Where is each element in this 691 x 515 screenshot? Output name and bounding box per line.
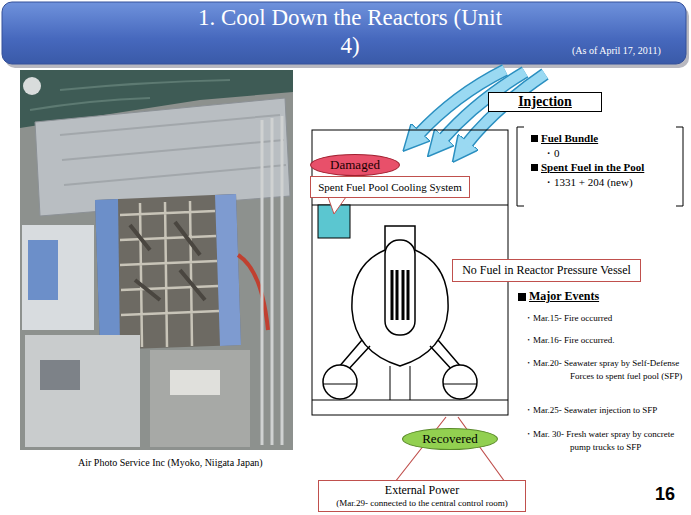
photo-exposed-frame [120, 201, 219, 347]
event-item: ・Mar.16- Fire occurred. [524, 334, 684, 347]
node-text: External Power [335, 483, 509, 497]
photo-debris [40, 360, 80, 390]
aerial-photo [20, 70, 293, 450]
event-item: ・Mar.20- Seawater spray by Self-Defense … [524, 357, 684, 383]
photo-tank [23, 77, 41, 95]
callout-box: No Fuel in Reactor Pressure Vessel [452, 259, 641, 282]
suppression-torus [323, 365, 357, 399]
photo-side-building [22, 225, 94, 330]
section-heading: Spent Fuel in the Pool [541, 161, 644, 174]
callout-box: Spent Fuel Pool Cooling System [310, 176, 470, 198]
leader-line [395, 417, 505, 482]
vent-pipes [338, 340, 462, 372]
photo-blue-wall [95, 199, 120, 350]
title-banner [2, 2, 686, 64]
vessel-internals [392, 270, 408, 320]
pressure-vessel [385, 240, 415, 335]
status-ellipse: Recovered [402, 428, 498, 450]
event-item: ・Mar.15- Fire occurred [524, 312, 684, 325]
containment-vessel [352, 226, 448, 366]
photo-ground [20, 70, 293, 450]
bracket [676, 127, 683, 206]
photo-waves [30, 80, 230, 110]
event-item: ・Mar. 30- Fresh water spray by concrete … [524, 428, 684, 454]
suppression-torus [443, 365, 477, 399]
event-item: ・Mar.25- Seawater injection to SFP [524, 404, 684, 417]
count-value: ・0 [543, 147, 560, 160]
callout-tail [328, 197, 346, 214]
node-text: Injection [499, 94, 591, 110]
node-text: Spent Fuel Pool Cooling System [317, 180, 463, 194]
date-note: (As of April 17, 2011) [572, 45, 661, 57]
bracket [517, 127, 524, 206]
count-value: ・1331 + 204 (new) [543, 176, 633, 189]
photo-debris [170, 370, 220, 395]
page-number: 16 [655, 484, 675, 504]
node-text: Recovered [421, 431, 479, 447]
photo-reactor-building [95, 194, 241, 350]
node-subtext: (Mar.29- connected to the central contro… [335, 497, 509, 509]
node-text: No Fuel in Reactor Pressure Vessel [461, 263, 632, 278]
section-heading: Major Events [529, 289, 599, 303]
callout-box: External Power(Mar.29- connected to the … [318, 480, 526, 512]
photo-blue-wall [28, 240, 58, 300]
pedestal-floor [312, 366, 508, 400]
torus-water-line [323, 384, 477, 385]
bullet-square [518, 293, 526, 301]
photo-credit: Air Photo Service Inc (Myoko, Niigata Ja… [78, 457, 263, 469]
photo-blue-wall [215, 194, 241, 346]
photo-lower-building [25, 335, 140, 447]
status-ellipse: Damaged [310, 154, 400, 176]
bullet-square [531, 164, 538, 171]
injection-box: Injection [488, 92, 602, 112]
section-heading: Fuel Bundle [541, 132, 598, 145]
bullet-square [531, 135, 538, 142]
photo-lower-building [150, 350, 250, 447]
photo-roof-lines [60, 115, 286, 185]
node-text: Damaged [329, 157, 381, 173]
photo-debris [130, 222, 205, 300]
slide-title: 1. Cool Down the Reactors (Unit 4) [195, 4, 505, 60]
photo-pipes [262, 116, 282, 445]
